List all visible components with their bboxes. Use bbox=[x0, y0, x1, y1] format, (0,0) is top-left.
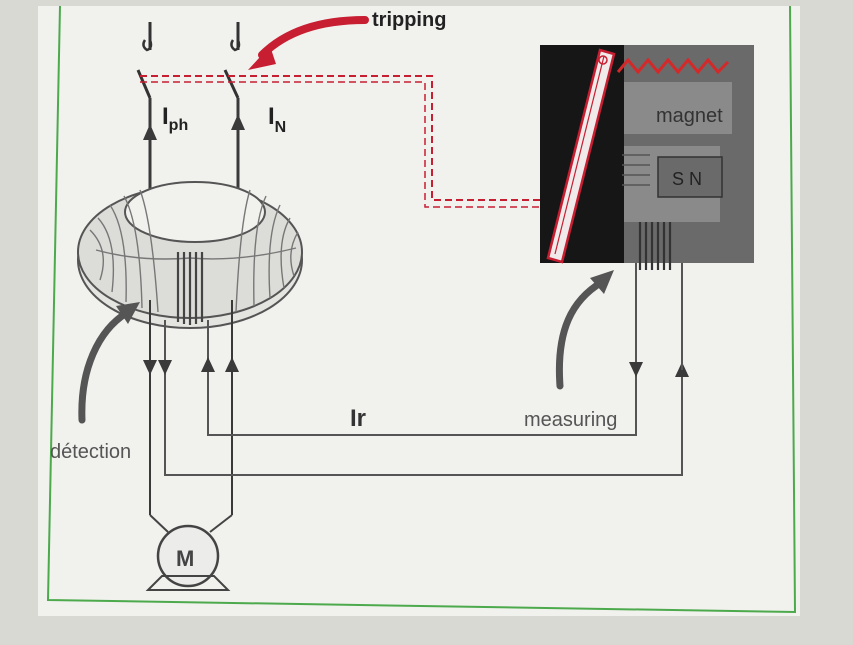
i-ph-main: I bbox=[162, 103, 169, 130]
measuring-label: measuring bbox=[524, 409, 617, 431]
neutral-switch-icon bbox=[223, 22, 241, 99]
residual-current-label: Ir bbox=[350, 405, 366, 432]
panel-border bbox=[46, 5, 797, 614]
i-ph-label: Iph bbox=[162, 103, 188, 134]
tripping-linkage-outer bbox=[140, 75, 548, 201]
measuring-arrow-head bbox=[590, 270, 614, 294]
detection-arrow bbox=[78, 308, 132, 424]
detection-arrow-head bbox=[116, 302, 140, 324]
phase-switch-icon bbox=[136, 22, 153, 99]
motor-label: M bbox=[176, 546, 194, 571]
secondary-loop-outer bbox=[164, 320, 683, 476]
measuring-arrow bbox=[555, 278, 606, 390]
i-n-main: I bbox=[268, 103, 275, 130]
i-ph-sub: ph bbox=[169, 117, 189, 134]
tripping-label: tripping bbox=[372, 9, 446, 31]
neutral-current-arrow bbox=[231, 114, 245, 130]
magnet-label: magnet bbox=[656, 105, 723, 127]
i-n-label: IN bbox=[268, 103, 286, 136]
tripping-arrow-head bbox=[248, 46, 276, 70]
magnet-relay-icon bbox=[540, 45, 754, 270]
tripping-linkage-inner bbox=[140, 81, 548, 208]
detection-label: détection bbox=[50, 441, 131, 463]
secondary-loop-inner bbox=[207, 258, 637, 436]
neutral-up-arrow bbox=[225, 357, 239, 372]
secondary-up-arrow bbox=[201, 357, 215, 372]
phase-current-arrow bbox=[143, 124, 157, 140]
magnet-poles-label: S N bbox=[672, 169, 702, 189]
relay-down-arrow bbox=[629, 362, 643, 377]
phase-down-arrow bbox=[143, 360, 157, 375]
toroid-core-icon bbox=[77, 181, 303, 329]
i-n-sub: N bbox=[275, 119, 287, 136]
secondary-down-arrow bbox=[158, 360, 172, 375]
motor-icon bbox=[145, 514, 233, 591]
